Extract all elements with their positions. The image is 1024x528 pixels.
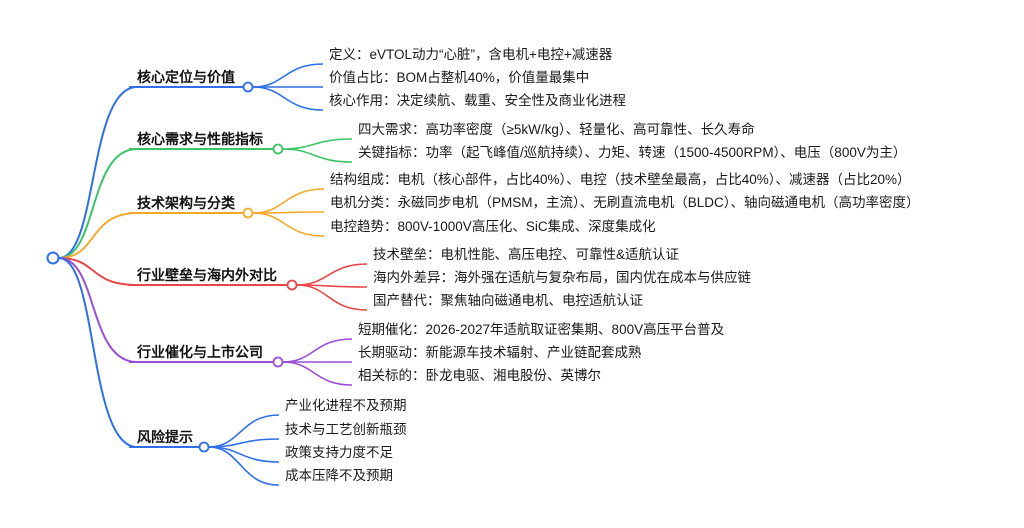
root-node-circle[interactable] [46, 251, 60, 265]
leaf-label: 定义：eVTOL动力“心脏”，含电机+电控+减速器 [329, 47, 613, 62]
leaf-label: 电控趋势：800V-1000V高压化、SiC集成、深度集成化 [330, 218, 656, 234]
leaf-connector [252, 63, 324, 88]
branch-label: 行业壁垒与海内外对比 [136, 267, 277, 283]
leaf-label: 短期催化：2026-2027年适航取证密集期、800V高压平台普及 [358, 321, 725, 337]
mindmap-nodes: 核心定位与价值 定义：eVTOL动力“心脏”，含电机+电控+减速器价值占比：BOM… [46, 47, 920, 483]
leaf-label: 海内外差异：海外强在适航与复杂布局，国内优在成本与供应链 [373, 269, 751, 285]
root-branch-connector [58, 257, 138, 448]
root-branch-connector [58, 86, 138, 259]
leaf-label: 电机分类：永磁同步电机（PMSM，主流）、无刷直流电机（BLDC）、轴向磁通电机… [330, 194, 920, 210]
leaf-connector [282, 338, 353, 363]
branch-label: 核心定位与价值 [137, 69, 235, 85]
branch-node-circle[interactable] [242, 81, 254, 93]
branch-label: 风险提示 [137, 429, 193, 445]
branch-node-circle[interactable] [286, 279, 298, 291]
leaf-label: 四大需求：高功率密度（≥5kW/kg）、轻量化、高可靠性、长久寿命 [358, 121, 755, 137]
leaf-connector [252, 211, 325, 214]
branch-label: 技术架构与分类 [137, 195, 236, 211]
branch-node-circle[interactable] [198, 441, 210, 453]
leaf-label: 政策支持力度不足 [285, 444, 393, 460]
leaf-label: 技术壁垒：电机性能、高压电控、可靠性&适航认证 [373, 246, 679, 262]
leaf-connector [252, 188, 325, 214]
leaf-label: 关键指标：功率（起飞峰值/巡航持续）、力矩、转速（1500-4500RPM）、电… [358, 144, 906, 160]
leaf-connector [296, 284, 368, 311]
root-branch-connector [58, 257, 138, 363]
leaf-label: 结构组成：电机（核心部件，占比40%）、电控（技术壁垒最高，占比40%）、减速器… [330, 171, 911, 187]
leaf-connector [282, 138, 353, 150]
mindmap-edges [58, 63, 368, 486]
branch-node-circle[interactable] [272, 356, 284, 368]
leaf-connector [296, 263, 368, 286]
leaf-label: 产业化进程不及预期 [285, 398, 407, 413]
leaf-connector [252, 86, 324, 111]
leaf-connector [282, 148, 353, 163]
branch-label: 行业催化与上市公司 [136, 344, 263, 360]
root-branch-connector [58, 148, 138, 259]
branch-node-circle[interactable] [272, 143, 284, 155]
root-branch-connector [58, 212, 138, 259]
leaf-connector [252, 212, 325, 237]
root-branch-connector [58, 257, 138, 286]
leaf-connector [208, 438, 280, 448]
leaf-label: 成本压降不及预期 [285, 468, 393, 483]
leaf-label: 长期驱动：新能源车技术辐射、产业链配套成熟 [358, 344, 642, 360]
branch-node-circle[interactable] [242, 207, 254, 219]
leaf-label: 国产替代：聚焦轴向磁通电机、电控适航认证 [373, 293, 643, 308]
leaf-connector [282, 361, 353, 386]
leaf-label: 核心作用：决定续航、载重、安全性及商业化进程 [329, 92, 626, 108]
leaf-connector [208, 446, 280, 486]
branch-label: 核心需求与性能指标 [137, 131, 263, 147]
leaf-label: 相关标的：卧龙电驱、湘电股份、英博尔 [358, 367, 601, 383]
leaf-label: 技术与工艺创新瓶颈 [285, 422, 407, 437]
leaf-label: 价值占比：BOM占整机40%，价值量最集中 [329, 70, 589, 85]
